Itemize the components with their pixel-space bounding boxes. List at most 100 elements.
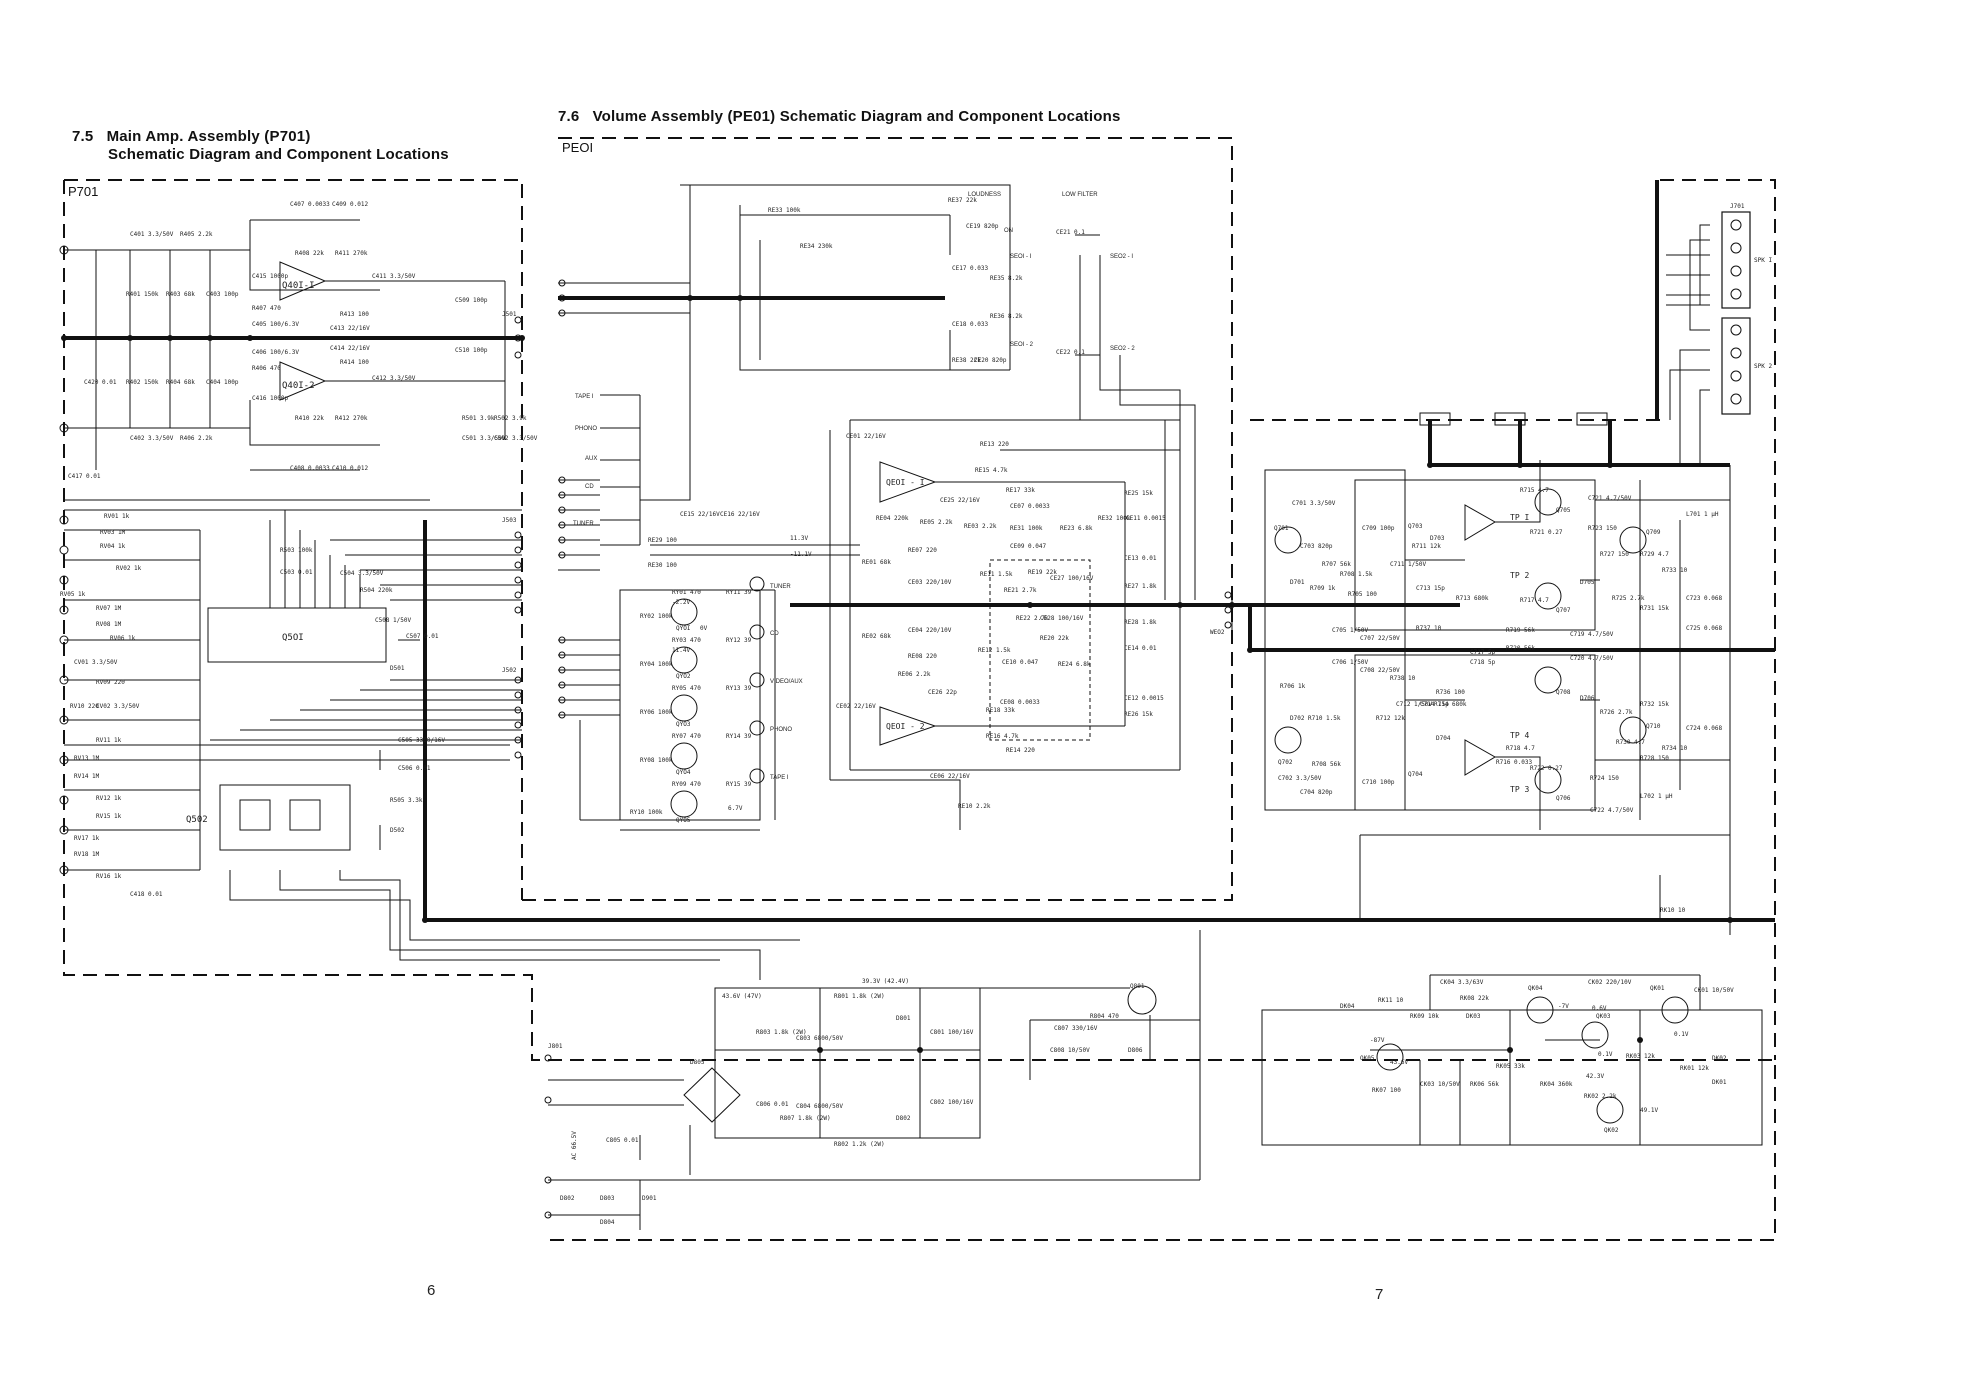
switch-label: SEO2 - I xyxy=(1110,254,1133,260)
input-label: CD xyxy=(585,484,594,490)
part-label: C416 1000p xyxy=(252,395,289,402)
part-label: RE15 4.7k xyxy=(975,467,1008,474)
part-label: D803 xyxy=(600,1195,615,1202)
part-label: CE28 100/16V xyxy=(1040,615,1084,622)
part-label: C506 0.01 xyxy=(398,765,431,772)
part-label: C720 4.7/50V xyxy=(1570,655,1614,662)
test-point-label: TP I xyxy=(1510,513,1529,522)
part-label: D806 xyxy=(1128,1047,1143,1054)
part-label: C402 3.3/50V xyxy=(130,435,174,442)
switch-label: LOUDNESS xyxy=(968,192,1001,198)
part-label: RE20 22k xyxy=(1040,635,1069,642)
transistor-label: Q709 xyxy=(1646,529,1661,536)
part-label: RK01 12k xyxy=(1680,1065,1709,1072)
part-label: CE11 0.0015 xyxy=(1126,515,1166,522)
part-label: R707 56k xyxy=(1322,561,1351,568)
input-label: TAPE I xyxy=(575,394,594,400)
part-label: R713 680k xyxy=(1456,595,1489,602)
voltage-label: 0.1V xyxy=(1674,1031,1689,1038)
part-label: C414 22/16V xyxy=(330,345,370,352)
part-label: D802 xyxy=(896,1115,911,1122)
part-label: CK02 220/10V xyxy=(1588,979,1632,986)
section-75-number: 7.5 xyxy=(72,128,94,145)
part-label: C808 10/50V xyxy=(1050,1047,1090,1054)
p701-wiring xyxy=(64,219,800,980)
connector-label: J503 xyxy=(502,517,517,524)
section-76-title: Volume Assembly (PE01) Schematic Diagram… xyxy=(592,108,1121,125)
output-label: TUNER xyxy=(770,584,791,590)
part-label: R715 4.7 xyxy=(1520,487,1549,494)
part-label: RK02 2.2k xyxy=(1584,1093,1617,1100)
section-75-title-line2: Schematic Diagram and Component Location… xyxy=(108,146,449,163)
part-label: RE22 2.7k xyxy=(1016,615,1049,622)
part-label: C714 15p xyxy=(1420,701,1449,708)
part-label: R730 4.7 xyxy=(1616,739,1645,746)
part-label: RE36 8.2k xyxy=(990,313,1023,320)
part-label: C710 100p xyxy=(1362,779,1395,786)
part-label: C405 100/6.3V xyxy=(252,321,299,328)
part-label: C703 820p xyxy=(1300,543,1333,550)
section-75-title-line1: Main Amp. Assembly (P701) xyxy=(106,128,311,145)
part-label: R410 22k xyxy=(295,415,324,422)
part-label: C408 0.0033 xyxy=(290,465,330,472)
part-label: R803 1.8k (2W) xyxy=(756,1029,807,1036)
transistor-label: QK02 xyxy=(1604,1127,1619,1134)
part-label: R714 680k xyxy=(1434,701,1467,708)
part-label: D502 xyxy=(390,827,405,834)
part-label: RE33 100k xyxy=(768,207,801,214)
voltage-label: -11.1V xyxy=(790,551,812,558)
part-label: R711 12k xyxy=(1412,543,1441,550)
part-label: D804 xyxy=(600,1219,615,1226)
voltage-label: -7V xyxy=(1558,1003,1569,1010)
part-label: CE15 22/16V xyxy=(680,511,720,518)
ic-label-qe01-1: QEOI - I xyxy=(886,478,925,487)
part-label: DK03 xyxy=(1466,1013,1481,1020)
part-label: RE27 1.8k xyxy=(1124,583,1157,590)
part-label: CE19 820p xyxy=(966,223,999,230)
part-label: CV02 3.3/50V xyxy=(96,703,140,710)
transistor-label: QK05 xyxy=(1360,1055,1375,1062)
part-label: R807 1.8k (2W) xyxy=(780,1115,831,1122)
part-label: RE12 1.5k xyxy=(978,647,1011,654)
junction-dots xyxy=(61,295,1733,1053)
transistor-label: Q702 xyxy=(1278,759,1293,766)
part-label: C725 0.068 xyxy=(1686,625,1723,632)
part-label: D702 xyxy=(1290,715,1305,722)
voltage-label: 6.7V xyxy=(728,805,743,812)
part-label: C503 0.01 xyxy=(280,569,313,576)
part-label: C712 1/50V xyxy=(1396,701,1433,708)
part-label: R402 150k xyxy=(126,379,159,386)
part-label: RV12 1k xyxy=(96,795,122,802)
output-label: PHONO xyxy=(770,727,792,733)
part-label: RE38 22k xyxy=(952,357,981,364)
part-label: C418 0.01 xyxy=(130,891,163,898)
part-label: R733 10 xyxy=(1662,567,1688,574)
transistor-label: Q701 xyxy=(1274,525,1289,532)
transistor-label: QYOI xyxy=(676,625,691,632)
part-label: C723 0.068 xyxy=(1686,595,1723,602)
part-label: CE10 0.047 xyxy=(1002,659,1039,666)
part-label: RV11 1k xyxy=(96,737,122,744)
part-label: RE25 15k xyxy=(1124,490,1153,497)
part-label: RV10 220 xyxy=(70,703,99,710)
output-label: VIDEO/AUX xyxy=(770,679,803,685)
part-label: R405 2.2k xyxy=(180,231,213,238)
part-label: RK11 10 xyxy=(1378,997,1404,1004)
part-label: RE31 100k xyxy=(1010,525,1043,532)
part-label: RV02 1k xyxy=(116,565,142,572)
part-label: RY10 100k xyxy=(630,809,663,816)
part-label: RE34 230k xyxy=(800,243,833,250)
part-label: C704 820p xyxy=(1300,789,1333,796)
part-label: C707 22/50V xyxy=(1360,635,1400,642)
part-label: RK03 12k xyxy=(1626,1053,1655,1060)
part-label: C509 100p xyxy=(455,297,488,304)
part-label: CE01 22/16V xyxy=(846,433,886,440)
part-label: R727 150 xyxy=(1600,551,1629,558)
transistor-label: Q801 xyxy=(1130,983,1145,990)
part-label: D802 xyxy=(560,1195,575,1202)
part-label: R501 3.9k xyxy=(462,415,495,422)
part-label: R736 100 xyxy=(1436,689,1465,696)
part-label: R413 100 xyxy=(340,311,369,318)
switch-label: SEO2 - 2 xyxy=(1110,346,1135,352)
test-point-label: TP 3 xyxy=(1510,785,1529,794)
